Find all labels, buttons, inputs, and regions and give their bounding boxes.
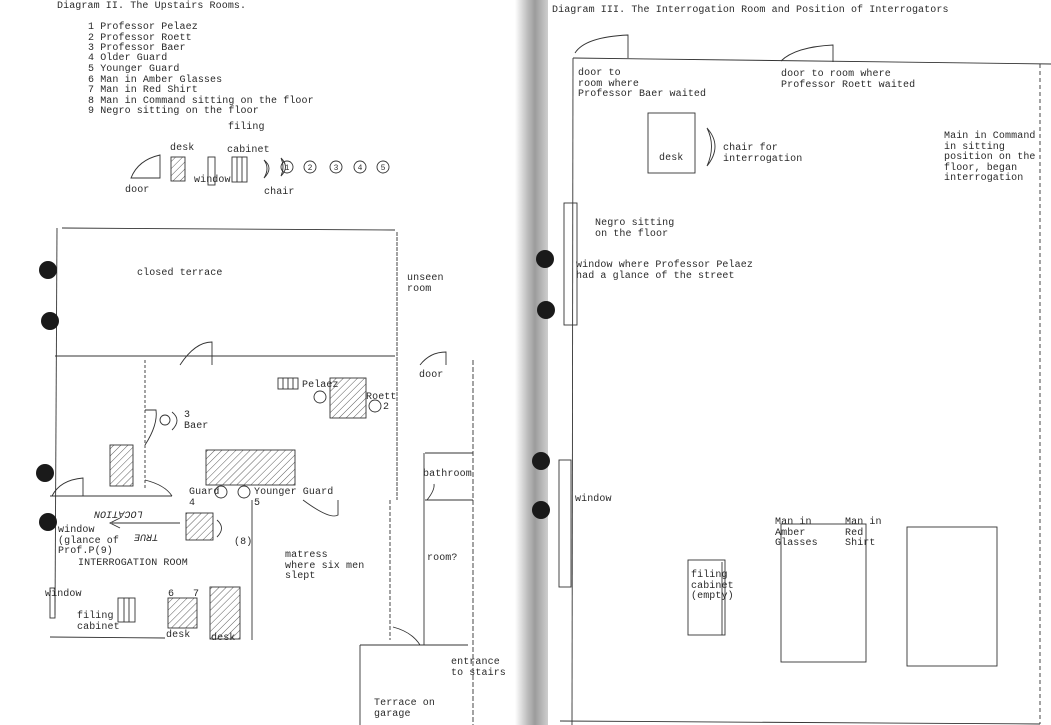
label-window-pelaez: window where Professor Pelaez had a glan… bbox=[576, 260, 753, 282]
key-cabinet-label: cabinet bbox=[227, 145, 270, 156]
legend-item: 9 Negro sitting on the floor bbox=[88, 106, 259, 117]
key-circle-2: 2 bbox=[308, 164, 313, 173]
window-rect bbox=[558, 459, 572, 588]
key-circle-3: 3 bbox=[334, 164, 339, 173]
key-circle-4: 4 bbox=[358, 164, 363, 173]
punch-hole bbox=[537, 301, 555, 319]
roett-desk bbox=[329, 377, 367, 419]
person-1-marker bbox=[313, 390, 327, 404]
desk-symbol-icon bbox=[170, 156, 186, 182]
filing-cabinet-rect bbox=[687, 559, 726, 636]
punch-hole bbox=[39, 261, 57, 279]
label-six: 6 bbox=[168, 589, 175, 600]
label-roett: Roett bbox=[366, 392, 397, 403]
label-window: window bbox=[45, 589, 82, 600]
label-younger-guard: Younger Guard 5 bbox=[254, 487, 334, 509]
label-desk-1: desk bbox=[166, 630, 191, 641]
window-pelaez-rect bbox=[563, 202, 578, 326]
label-negro: Negro sitting on the floor bbox=[595, 218, 675, 240]
legend-item: 5 Younger Guard bbox=[88, 64, 180, 75]
large-table bbox=[205, 449, 296, 486]
label-seven: 7 bbox=[193, 589, 200, 600]
label-matress: matress where six men slept bbox=[285, 550, 365, 583]
label-entrance-stairs: entrance to stairs bbox=[451, 657, 506, 679]
desk-6-7 bbox=[167, 597, 198, 629]
label-amber-glasses: Man in Amber Glasses bbox=[775, 517, 818, 550]
label-bathroom: bathroom bbox=[423, 469, 472, 480]
label-window-glance: window (glance of Prof.P(9) bbox=[58, 525, 120, 558]
person-2-marker bbox=[368, 399, 382, 413]
chair-icon bbox=[706, 127, 716, 167]
label-man-in-command: Main in Command in sitting position on t… bbox=[944, 131, 1036, 185]
label-guard: Guard 4 bbox=[189, 487, 220, 509]
legend-item: 3 Professor Baer bbox=[88, 43, 186, 54]
label-chair: chair for interrogation bbox=[723, 143, 803, 165]
label-desk-2: desk bbox=[211, 633, 236, 644]
legend-item: 4 Older Guard bbox=[88, 53, 168, 64]
label-filing-cabinet: filing cabinet bbox=[77, 611, 120, 633]
key-window-label: window bbox=[194, 175, 231, 186]
label-door-roett: door to room where Professor Roett waite… bbox=[781, 69, 916, 91]
label-baer: 3 Baer bbox=[184, 410, 209, 432]
label-window: window bbox=[575, 494, 612, 505]
label-pelaez: Pelaez bbox=[302, 380, 339, 391]
punch-hole bbox=[36, 464, 54, 482]
label-roett-num: 2 bbox=[383, 402, 390, 413]
red-shirt-position bbox=[906, 526, 998, 667]
label-desk: desk bbox=[659, 153, 684, 164]
cabinet-symbol-icon bbox=[231, 156, 248, 183]
person-4-marker bbox=[214, 485, 228, 499]
label-filing-cabinet: filing cabinet (empty) bbox=[691, 570, 734, 603]
punch-hole bbox=[532, 452, 550, 470]
legend-item: 8 Man in Command sitting on the floor bbox=[88, 96, 314, 107]
punch-hole bbox=[532, 501, 550, 519]
label-door: door bbox=[419, 370, 444, 381]
chair-symbol-icon bbox=[263, 159, 270, 179]
punch-hole bbox=[536, 250, 554, 268]
label-eight: (8) bbox=[234, 537, 253, 548]
legend-item: 1 Professor Pelaez bbox=[88, 22, 198, 33]
label-interrogation-room: INTERROGATION ROOM bbox=[78, 558, 188, 569]
amber-glasses-position bbox=[780, 523, 867, 663]
window-rect bbox=[49, 587, 56, 619]
label-room-question: room? bbox=[427, 553, 458, 564]
key-circle-1: 1 bbox=[285, 164, 290, 173]
desk-rect bbox=[647, 112, 696, 174]
label-unseen-room: unseen room bbox=[407, 273, 444, 295]
label-door-baer: door to room where Professor Baer waited bbox=[578, 68, 707, 101]
punch-hole bbox=[39, 513, 57, 531]
right-page-title: Diagram III. The Interrogation Room and … bbox=[552, 5, 949, 16]
person-5-marker bbox=[237, 485, 251, 499]
legend-item: 7 Man in Red Shirt bbox=[88, 85, 198, 96]
desk-right bbox=[209, 586, 241, 640]
key-chair-label: chair bbox=[264, 187, 295, 198]
key-circle-5: 5 bbox=[381, 164, 386, 173]
interrogation-desk bbox=[185, 512, 214, 541]
key-door-label: door bbox=[125, 185, 150, 196]
left-page-title: Diagram II. The Upstairs Rooms. bbox=[57, 1, 247, 12]
window-symbol-icon bbox=[207, 156, 216, 186]
label-terrace-garage: Terrace on garage bbox=[374, 698, 436, 720]
door-symbol-icon bbox=[130, 154, 161, 179]
key-filing-label: filing bbox=[228, 122, 265, 133]
filing-cabinet-rect bbox=[117, 597, 136, 623]
right-page bbox=[548, 0, 1051, 725]
person-3-marker bbox=[159, 414, 171, 426]
label-red-shirt: Man in Red Shirt bbox=[845, 517, 882, 550]
label-closed-terrace: closed terrace bbox=[137, 268, 223, 279]
legend-item: 2 Professor Roett bbox=[88, 33, 192, 44]
hatched-desk bbox=[109, 444, 134, 487]
punch-hole bbox=[41, 312, 59, 330]
legend-item: 6 Man in Amber Glasses bbox=[88, 75, 223, 86]
key-desk-label: desk bbox=[170, 143, 195, 154]
floor-plan-drawing: 1 2 3 4 5 bbox=[49, 154, 474, 725]
